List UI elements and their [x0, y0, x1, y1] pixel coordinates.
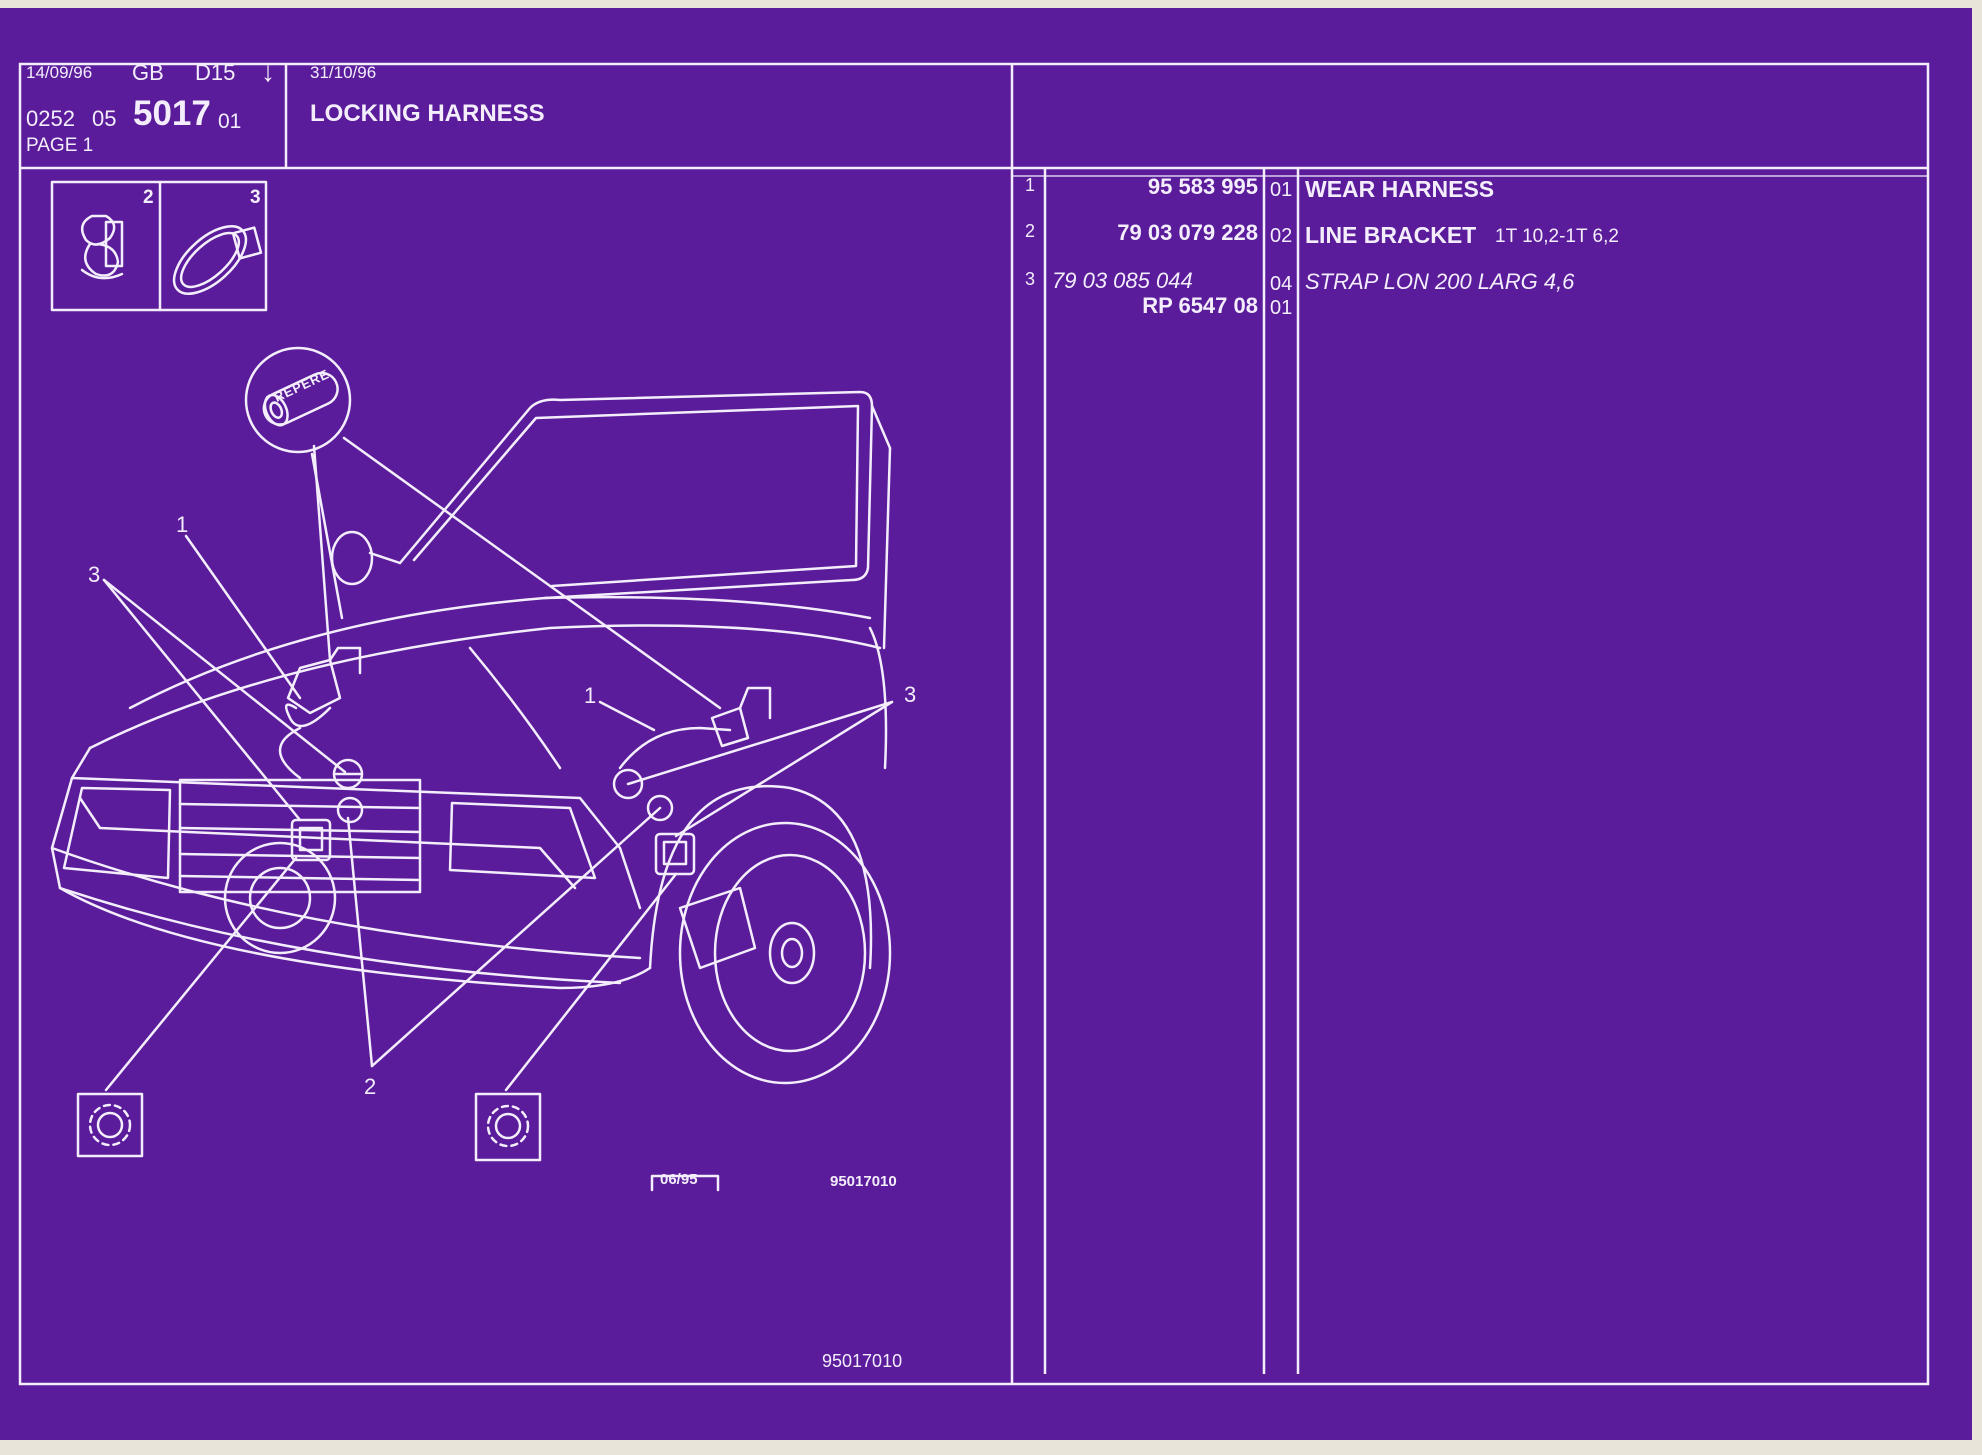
lock-connector-left [290, 818, 332, 862]
edition-label: 06/95 [660, 1171, 698, 1188]
part-number: 95 583 995 [1147, 174, 1258, 199]
ref-suffix: 01 [218, 110, 242, 133]
quantity: 01 [1270, 179, 1293, 201]
grommet-detail-right [474, 1092, 542, 1162]
part-name: LINE BRACKET [1305, 222, 1477, 248]
part-number: RP 6547 08 [1142, 293, 1258, 318]
callout-2: 2 [364, 1074, 377, 1099]
callout-1-right: 1 [584, 683, 597, 708]
language-code: GB [132, 60, 164, 85]
vehicle-outline [50, 390, 892, 1085]
repere-detail-circle [244, 346, 352, 454]
inset-label-2: 2 [143, 187, 154, 208]
repere-tag-icon [262, 371, 339, 427]
clip-icon [80, 214, 124, 280]
part-detail: 1T 10,2-1T 6,2 [1495, 226, 1619, 247]
issue-date: 14/09/96 [26, 63, 93, 82]
arrow-down-icon: ↓ [261, 56, 275, 87]
part-number: 79 03 079 228 [1117, 220, 1258, 245]
footer-drawing-ref: 95017010 [822, 1351, 903, 1371]
harness-right [618, 726, 732, 770]
callout-3-left: 3 [88, 562, 101, 587]
model-code: D15 [195, 60, 236, 85]
revision-date: 31/10/96 [310, 63, 377, 82]
callout-1-left: 1 [176, 512, 189, 537]
item-number: 1 [1025, 175, 1036, 195]
page-number: PAGE 1 [26, 135, 94, 156]
ref-prefix: 0252 [26, 106, 75, 131]
quantity: 04 [1270, 273, 1293, 295]
ref-main: 5017 [133, 94, 211, 133]
drawing-ref-label: 95017010 [830, 1173, 897, 1190]
part-name: WEAR HARNESS [1305, 176, 1495, 202]
ref-group: 05 [92, 106, 117, 131]
strap-icon [172, 225, 263, 295]
inset-label-3: 3 [250, 187, 261, 208]
sheet-frame [18, 62, 1930, 1386]
page-title: LOCKING HARNESS [310, 100, 545, 127]
lock-connector-right [654, 832, 696, 876]
quantity: 01 [1270, 297, 1293, 319]
vehicle-diagram [50, 180, 894, 1192]
parts-sheet: 14/09/96 GB D15 ↓ 0252 05 5017 01 PAGE 1… [0, 8, 1972, 1440]
callout-3-right: 3 [904, 682, 917, 707]
part-number: 79 03 085 044 [1052, 268, 1193, 293]
quantity: 02 [1270, 225, 1293, 247]
part-name: STRAP LON 200 LARG 4,6 [1305, 269, 1575, 294]
item-number: 2 [1025, 221, 1036, 241]
item-number: 3 [1025, 269, 1036, 289]
grommet-detail-left [76, 1092, 144, 1158]
